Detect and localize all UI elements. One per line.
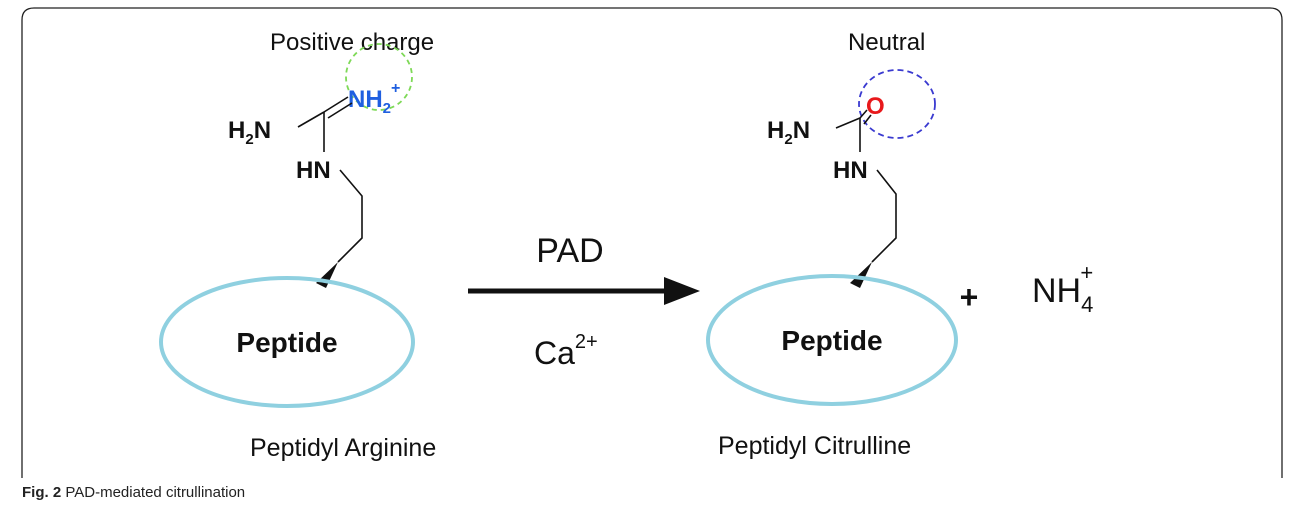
right-peptide-label: Peptide (781, 325, 882, 356)
bond-c-o-2 (863, 114, 872, 125)
left-hn-label: HN (296, 157, 331, 184)
peptidyl-citrulline-label: Peptidyl Citrulline (718, 432, 911, 460)
highlight-circle-green (345, 43, 413, 111)
bond-h2n-c (297, 111, 325, 128)
ammonium-label: NH4+ (1032, 260, 1093, 317)
left-peptide-ellipse (159, 276, 415, 408)
left-h2n-label: H2N (228, 117, 271, 148)
right-h2n-label: H2N (767, 117, 810, 148)
positive-charge-label: Positive charge (270, 29, 434, 56)
bond-c-o-1 (859, 109, 868, 119)
bond-c-nh2-1 (323, 96, 349, 113)
reaction-arrow: PAD Ca2+ (468, 232, 700, 371)
caption-text: PAD-mediated citrullination (65, 484, 246, 501)
peptidyl-citrulline: Neutral H2N O HN Peptide Peptidyl Citrul… (706, 29, 958, 460)
left-side-chain (337, 169, 363, 263)
oxygen-label: O (866, 93, 885, 120)
pad-label: PAD (536, 232, 603, 270)
bond-h2n-c-right (835, 117, 861, 129)
highlight-circle-blue (858, 69, 936, 139)
right-peptide-ellipse (706, 274, 958, 406)
ammonium-product: + NH4+ (960, 260, 1094, 317)
right-hn-label: HN (833, 157, 868, 184)
neutral-label: Neutral (848, 29, 925, 56)
bond-c-nh2-2 (327, 102, 353, 119)
nh2-plus-label: NH2+ (348, 80, 400, 117)
peptidyl-arginine: Positive charge H2N NH2+ HN Peptide Pept… (159, 29, 436, 462)
figure-border (21, 7, 1283, 478)
peptidyl-arginine-label: Peptidyl Arginine (250, 434, 436, 462)
right-wedge-bond (850, 262, 872, 288)
caption-fig-number: Fig. 2 (22, 484, 62, 501)
arrow-head (664, 277, 700, 305)
figure-caption: Fig. 2 PAD-mediated citrullination (22, 484, 245, 501)
left-peptide-label: Peptide (236, 327, 337, 358)
cofactor-label: Ca2+ (534, 331, 598, 371)
right-side-chain (871, 169, 897, 263)
plus-sign: + (960, 279, 979, 315)
